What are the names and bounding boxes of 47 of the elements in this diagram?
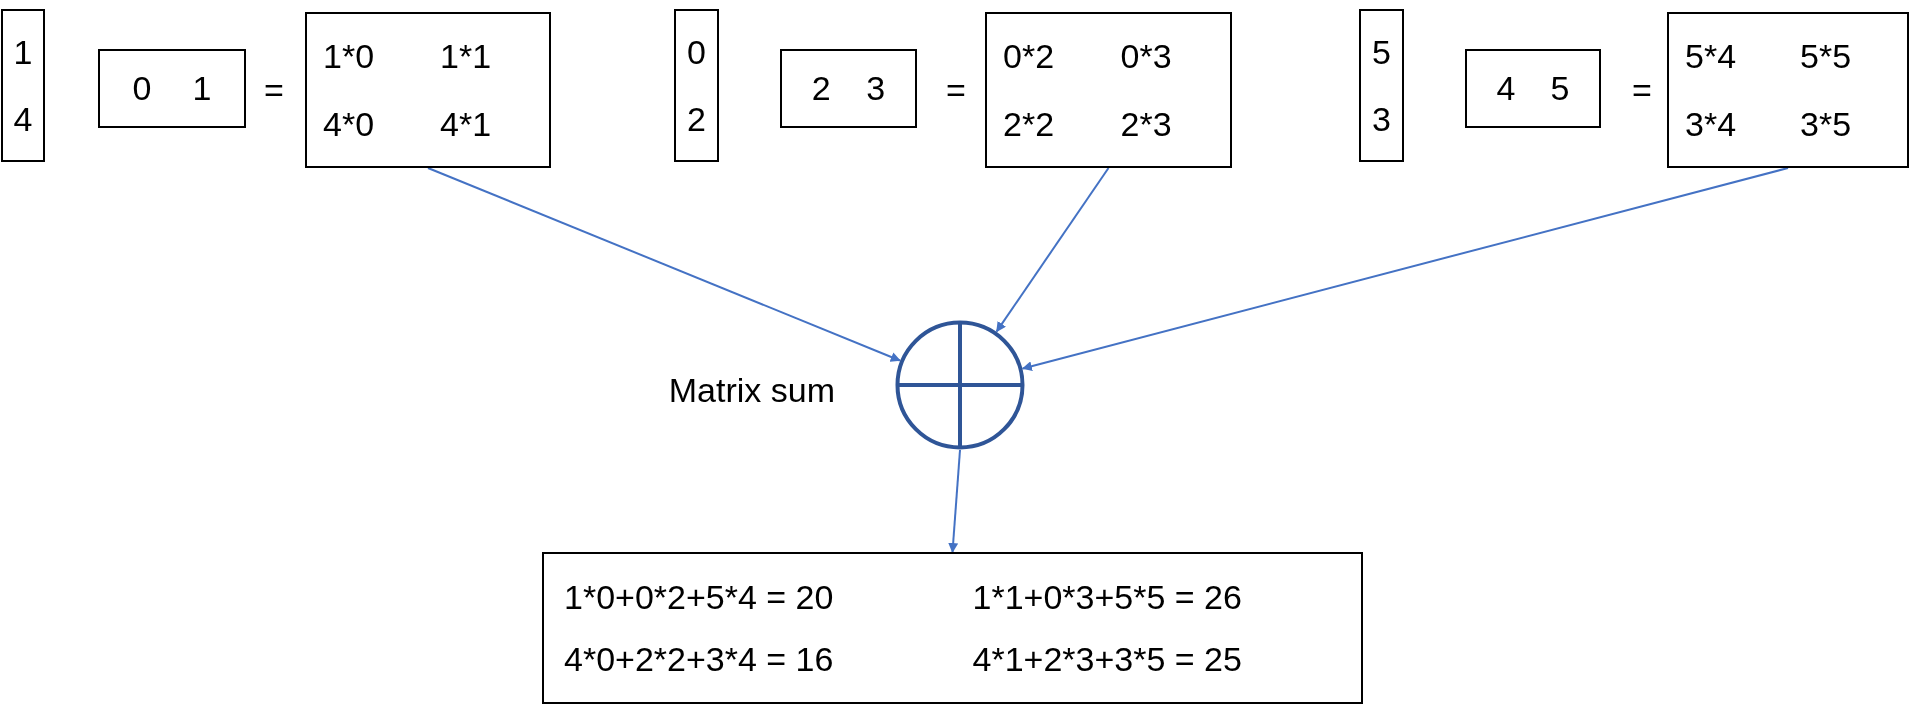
matrix-entry: 4*1	[440, 103, 492, 145]
matrix-box	[1667, 12, 1909, 168]
matrix-entry: 5	[1372, 32, 1391, 73]
matrix-entry: 1*1	[440, 35, 492, 77]
matrix-entry: 3*4	[1685, 103, 1737, 145]
arrow	[948, 449, 961, 553]
vector-box	[98, 49, 246, 128]
matrix-entry: 2*2	[1003, 103, 1055, 145]
matrix-entry: 0*3	[1120, 35, 1172, 77]
vector-box	[1359, 9, 1404, 162]
arrow	[995, 167, 1110, 333]
matrix-entry: 0	[132, 68, 152, 110]
matrix-entry: 4*1+2*3+3*5 = 25	[972, 638, 1242, 680]
matrix-entry: 3	[1372, 98, 1391, 140]
matrix-entry: 1	[13, 32, 33, 73]
matrix-entry: 0*2	[1003, 35, 1055, 77]
sum-circle-symbol	[895, 320, 1025, 450]
vector-box	[1465, 49, 1601, 128]
arrow	[1021, 167, 1789, 372]
matrix-entry: 5	[1550, 68, 1570, 110]
matrix-entry: 1	[192, 68, 212, 110]
matrix-entry: 5*4	[1685, 35, 1737, 77]
matrix-box	[305, 12, 551, 168]
matrix-entry: 2*3	[1120, 103, 1172, 145]
vector-box	[1, 9, 45, 162]
equals-sign: =	[1632, 73, 1652, 107]
matrix-entry: 2	[811, 68, 831, 110]
result-matrix-box	[542, 552, 1363, 704]
vector-box	[780, 49, 917, 128]
matrix-entry: 3*5	[1800, 103, 1852, 145]
matrix-entry: 1*0+0*2+5*4 = 20	[564, 576, 834, 618]
matrix-box	[985, 12, 1232, 168]
matrix-entry: 1*0	[323, 35, 375, 77]
matrix-entry: 4	[1496, 68, 1516, 110]
matrix-entry: 5*5	[1800, 35, 1852, 77]
matrix-entry: 4*0+2*2+3*4 = 16	[564, 638, 834, 680]
node-caption: Matrix sum	[668, 373, 835, 407]
equals-sign: =	[946, 73, 966, 107]
vector-box	[674, 9, 719, 162]
matrix-entry: 4	[13, 98, 33, 140]
arrow	[427, 167, 901, 362]
matrix-entry: 3	[866, 68, 886, 110]
matrix-entry: 2	[687, 98, 706, 140]
matrix-entry: 1*1+0*3+5*5 = 26	[972, 576, 1242, 618]
matrix-entry: 0	[687, 32, 706, 73]
matrix-entry: 4*0	[323, 103, 375, 145]
equals-sign: =	[264, 73, 284, 107]
